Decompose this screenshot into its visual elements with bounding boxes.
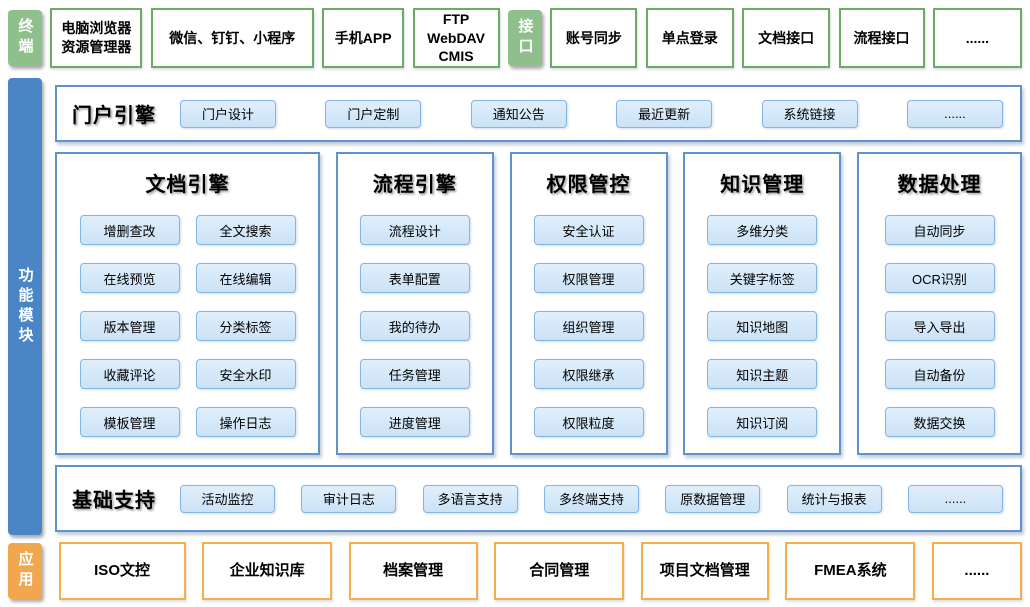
app-box-more: ...... xyxy=(931,542,1022,600)
terminal-label-text: 终端 xyxy=(16,18,34,58)
document-engine-title: 文档引擎 xyxy=(145,174,230,196)
function-modules-panels: 门户引擎 门户设计 门户定制 通知公告 最近更新 系统链接 ...... 文档引… xyxy=(55,78,1022,535)
basic-support-buttons: 活动监控 审计日志 多语言支持 多终端支持 原数据管理 统计与报表 ...... xyxy=(180,484,1003,513)
support-button-more: ...... xyxy=(907,484,1003,513)
portal-engine-buttons: 门户设计 门户定制 通知公告 最近更新 系统链接 ...... xyxy=(180,99,1003,128)
interface-label: 接口 xyxy=(507,10,542,66)
feature-button-favorites-comments: 收藏评论 xyxy=(79,359,180,389)
feature-button-category-tags: 分类标签 xyxy=(195,311,296,341)
feature-button-fulltext-search: 全文搜索 xyxy=(195,215,296,245)
feature-button-org-management: 组织管理 xyxy=(533,311,644,341)
data-processing-buttons: 自动同步 OCR识别 导入导出 自动备份 数据交换 xyxy=(884,215,995,437)
application-label-text: 应用 xyxy=(16,551,34,591)
feature-button-permission-granularity: 权限粒度 xyxy=(533,407,644,437)
portal-button-system-links: 系统链接 xyxy=(761,99,858,128)
interface-box-document-api: 文档接口 xyxy=(742,8,831,68)
feature-button-knowledge-subscription: 知识订阅 xyxy=(707,407,818,437)
knowledge-management-column: 知识管理 多维分类 关键字标签 知识地图 知识主题 知识订阅 xyxy=(683,152,842,455)
feature-button-permission-inheritance: 权限继承 xyxy=(533,359,644,389)
feature-button-security-watermark: 安全水印 xyxy=(195,359,296,389)
basic-support-title: 基础支持 xyxy=(72,490,156,512)
terminal-box-wechat-dingtalk-miniapp: 微信、钉钉、小程序 xyxy=(150,8,314,68)
portal-button-customize: 门户定制 xyxy=(325,99,422,128)
workflow-engine-column: 流程引擎 流程设计 表单配置 我的待办 任务管理 进度管理 xyxy=(335,152,494,455)
portal-button-more: ...... xyxy=(906,99,1003,128)
permission-control-title: 权限管控 xyxy=(546,174,631,196)
interface-box-more: ...... xyxy=(932,8,1022,68)
engine-columns-row: 文档引擎 增删查改 全文搜索 在线预览 在线编辑 版本管理 分类标签 收藏评论 … xyxy=(55,152,1022,455)
terminal-box-browser: 电脑浏览器 资源管理器 xyxy=(50,8,143,68)
support-button-statistics-reports: 统计与报表 xyxy=(786,484,882,513)
feature-button-knowledge-map: 知识地图 xyxy=(707,311,818,341)
application-row: 应用 ISO文控 企业知识库 档案管理 合同管理 项目文档管理 FMEA系统 .… xyxy=(8,542,1022,600)
function-modules-label: 功能模块 xyxy=(8,78,42,535)
interface-box-sso: 单点登录 xyxy=(645,8,734,68)
terminal-interface-row: 终端 电脑浏览器 资源管理器 微信、钉钉、小程序 手机APP FTP WebDA… xyxy=(8,8,1022,68)
app-box-contract-management: 合同管理 xyxy=(494,542,625,600)
support-button-audit-log: 审计日志 xyxy=(301,484,397,513)
feature-button-ocr: OCR识别 xyxy=(884,263,995,293)
feature-button-data-exchange: 数据交换 xyxy=(884,407,995,437)
portal-button-announcement: 通知公告 xyxy=(470,99,567,128)
feature-button-security-auth: 安全认证 xyxy=(533,215,644,245)
feature-button-form-config: 表单配置 xyxy=(359,263,470,293)
terminal-box-ftp-webdav-cmis: FTP WebDAV CMIS xyxy=(412,8,500,68)
permission-control-column: 权限管控 安全认证 权限管理 组织管理 权限继承 权限粒度 xyxy=(509,152,668,455)
feature-button-crud: 增删查改 xyxy=(79,215,180,245)
document-engine-buttons: 增删查改 全文搜索 在线预览 在线编辑 版本管理 分类标签 收藏评论 安全水印 … xyxy=(79,215,296,437)
feature-button-version-management: 版本管理 xyxy=(79,311,180,341)
app-box-enterprise-knowledge-base: 企业知识库 xyxy=(202,542,333,600)
feature-button-auto-backup: 自动备份 xyxy=(884,359,995,389)
terminal-box-mobile-app: 手机APP xyxy=(322,8,405,68)
support-button-multiterminal: 多终端支持 xyxy=(543,484,639,513)
application-label: 应用 xyxy=(8,543,42,599)
feature-button-task-management: 任务管理 xyxy=(359,359,470,389)
permission-control-buttons: 安全认证 权限管理 组织管理 权限继承 权限粒度 xyxy=(533,215,644,437)
feature-button-permission-management: 权限管理 xyxy=(533,263,644,293)
portal-button-recent-updates: 最近更新 xyxy=(616,99,713,128)
interface-label-text: 接口 xyxy=(516,18,534,58)
support-button-activity-monitor: 活动监控 xyxy=(180,484,275,513)
portal-engine-title: 门户引擎 xyxy=(72,105,156,127)
interface-box-workflow-api: 流程接口 xyxy=(838,8,925,68)
function-modules-label-text: 功能模块 xyxy=(16,266,34,347)
data-processing-column: 数据处理 自动同步 OCR识别 导入导出 自动备份 数据交换 xyxy=(857,152,1022,455)
data-processing-title: 数据处理 xyxy=(897,174,982,196)
app-box-iso-document-control: ISO文控 xyxy=(58,542,186,600)
portal-engine-panel: 门户引擎 门户设计 门户定制 通知公告 最近更新 系统链接 ...... xyxy=(55,85,1022,142)
interface-box-account-sync: 账号同步 xyxy=(550,8,638,68)
app-box-project-document-management: 项目文档管理 xyxy=(640,542,769,600)
feature-button-online-edit: 在线编辑 xyxy=(195,263,296,293)
feature-button-my-todo: 我的待办 xyxy=(359,311,470,341)
feature-button-multidim-classification: 多维分类 xyxy=(707,215,818,245)
feature-button-template-management: 模板管理 xyxy=(79,407,180,437)
feature-button-knowledge-topics: 知识主题 xyxy=(707,359,818,389)
terminal-label: 终端 xyxy=(8,10,42,66)
support-button-metadata-management: 原数据管理 xyxy=(665,484,761,513)
knowledge-management-buttons: 多维分类 关键字标签 知识地图 知识主题 知识订阅 xyxy=(707,215,818,437)
feature-button-keyword-tags: 关键字标签 xyxy=(707,263,818,293)
feature-button-progress-management: 进度管理 xyxy=(359,407,470,437)
app-box-archive-management: 档案管理 xyxy=(348,542,478,600)
feature-button-auto-sync: 自动同步 xyxy=(884,215,995,245)
workflow-engine-buttons: 流程设计 表单配置 我的待办 任务管理 进度管理 xyxy=(359,215,470,437)
basic-support-panel: 基础支持 活动监控 审计日志 多语言支持 多终端支持 原数据管理 统计与报表 .… xyxy=(55,465,1022,532)
portal-button-design: 门户设计 xyxy=(180,99,276,128)
function-modules-section: 功能模块 门户引擎 门户设计 门户定制 通知公告 最近更新 系统链接 .....… xyxy=(8,78,1022,535)
knowledge-management-title: 知识管理 xyxy=(720,174,805,196)
feature-button-workflow-design: 流程设计 xyxy=(359,215,470,245)
app-box-fmea-system: FMEA系统 xyxy=(785,542,916,600)
feature-button-import-export: 导入导出 xyxy=(884,311,995,341)
feature-button-operation-log: 操作日志 xyxy=(195,407,296,437)
support-button-multilanguage: 多语言支持 xyxy=(422,484,518,513)
feature-button-online-preview: 在线预览 xyxy=(79,263,180,293)
workflow-engine-title: 流程引擎 xyxy=(372,174,457,196)
document-engine-column: 文档引擎 增删查改 全文搜索 在线预览 在线编辑 版本管理 分类标签 收藏评论 … xyxy=(55,152,320,455)
